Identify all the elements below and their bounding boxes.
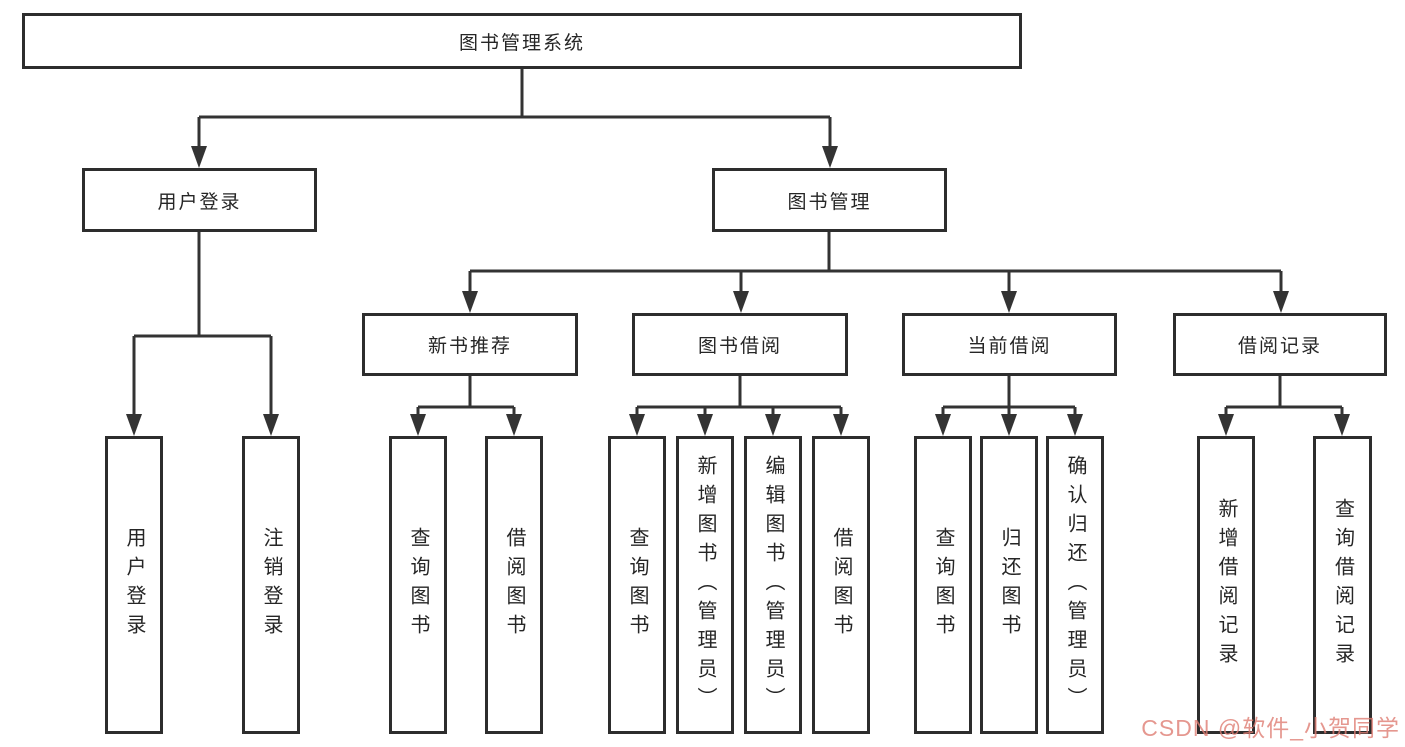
- arrowhead-icon: [263, 414, 279, 436]
- leaf-confirm-return-admin: 确认归还（管理员）: [1046, 436, 1104, 734]
- arrowhead-icon: [1273, 291, 1289, 313]
- leaf-query-borrow-record: 查询借阅记录: [1313, 436, 1372, 734]
- edge-borrow-records-split: [1224, 376, 1344, 417]
- leaf-borrow-books: 借阅图书: [812, 436, 870, 734]
- edge-new-book-split: [416, 376, 516, 417]
- arrowhead-icon: [462, 291, 478, 313]
- leaf-edit-books-admin: 编辑图书（管理员）: [744, 436, 802, 734]
- leaf-logout-label: 注销登录: [260, 527, 282, 643]
- leaf-add-borrow-record: 新增借阅记录: [1197, 436, 1255, 734]
- edge-root-to-level2: [197, 69, 832, 149]
- arrowhead-icon: [1001, 291, 1017, 313]
- leaf-current-query-books-label: 查询图书: [932, 527, 954, 643]
- edge-current-borrow-split: [941, 376, 1077, 417]
- leaf-add-books-admin-label: 新增图书（管理员）: [694, 454, 716, 716]
- leaf-return-books-label: 归还图书: [998, 527, 1020, 643]
- leaf-user-login-label: 用户登录: [123, 527, 145, 643]
- node-book-borrow-label: 图书借阅: [697, 336, 782, 357]
- arrowhead-icon: [822, 146, 838, 168]
- arrowhead-icon: [1218, 414, 1234, 436]
- leaf-recommend-query-books-label: 查询图书: [407, 527, 429, 643]
- node-root-label: 图书管理系统: [458, 32, 585, 54]
- node-current-borrow: 当前借阅: [902, 313, 1117, 376]
- edge-book-borrow-split: [635, 376, 843, 417]
- leaf-logout: 注销登录: [242, 436, 300, 734]
- node-book-borrow: 图书借阅: [632, 313, 848, 376]
- node-new-book-recommend: 新书推荐: [362, 313, 578, 376]
- arrowhead-icon: [833, 414, 849, 436]
- node-borrow-records-label: 借阅记录: [1237, 336, 1322, 357]
- leaf-edit-books-admin-label: 编辑图书（管理员）: [762, 454, 784, 716]
- leaf-borrow-query-books-label: 查询图书: [626, 527, 648, 643]
- leaf-confirm-return-admin-label: 确认归还（管理员）: [1064, 454, 1086, 716]
- leaf-return-books: 归还图书: [980, 436, 1038, 734]
- arrowhead-icon: [1334, 414, 1350, 436]
- node-root: 图书管理系统: [22, 13, 1022, 69]
- node-new-book-recommend-label: 新书推荐: [427, 336, 512, 357]
- leaf-add-books-admin: 新增图书（管理员）: [676, 436, 734, 734]
- arrowhead-icon: [629, 414, 645, 436]
- node-current-borrow-label: 当前借阅: [967, 336, 1052, 357]
- arrowhead-icon: [506, 414, 522, 436]
- arrowhead-icon: [126, 414, 142, 436]
- edge-book-management-split: [468, 232, 1283, 294]
- arrowhead-icon: [765, 414, 781, 436]
- leaf-query-borrow-record-label: 查询借阅记录: [1331, 498, 1354, 672]
- node-book-management: 图书管理: [712, 168, 947, 232]
- node-user-login: 用户登录: [82, 168, 317, 232]
- arrowhead-icon: [1001, 414, 1017, 436]
- arrowhead-icon: [191, 146, 207, 168]
- leaf-recommend-borrow-books: 借阅图书: [485, 436, 543, 734]
- node-borrow-records: 借阅记录: [1173, 313, 1387, 376]
- arrowhead-icon: [733, 291, 749, 313]
- arrowhead-icon: [410, 414, 426, 436]
- leaf-borrow-books-label: 借阅图书: [830, 527, 852, 643]
- watermark: CSDN @软件_小贺同学: [1141, 715, 1400, 741]
- node-book-management-label: 图书管理: [787, 191, 872, 213]
- node-user-login-label: 用户登录: [157, 191, 242, 213]
- leaf-borrow-query-books: 查询图书: [608, 436, 666, 734]
- arrowhead-icon: [697, 414, 713, 436]
- arrowhead-icon: [935, 414, 951, 436]
- leaf-add-borrow-record-label: 新增借阅记录: [1215, 498, 1237, 672]
- leaf-recommend-borrow-books-label: 借阅图书: [503, 527, 525, 643]
- edge-user-login-split: [132, 232, 273, 417]
- arrowhead-icon: [1067, 414, 1083, 436]
- leaf-recommend-query-books: 查询图书: [389, 436, 447, 734]
- leaf-user-login: 用户登录: [105, 436, 163, 734]
- leaf-current-query-books: 查询图书: [914, 436, 972, 734]
